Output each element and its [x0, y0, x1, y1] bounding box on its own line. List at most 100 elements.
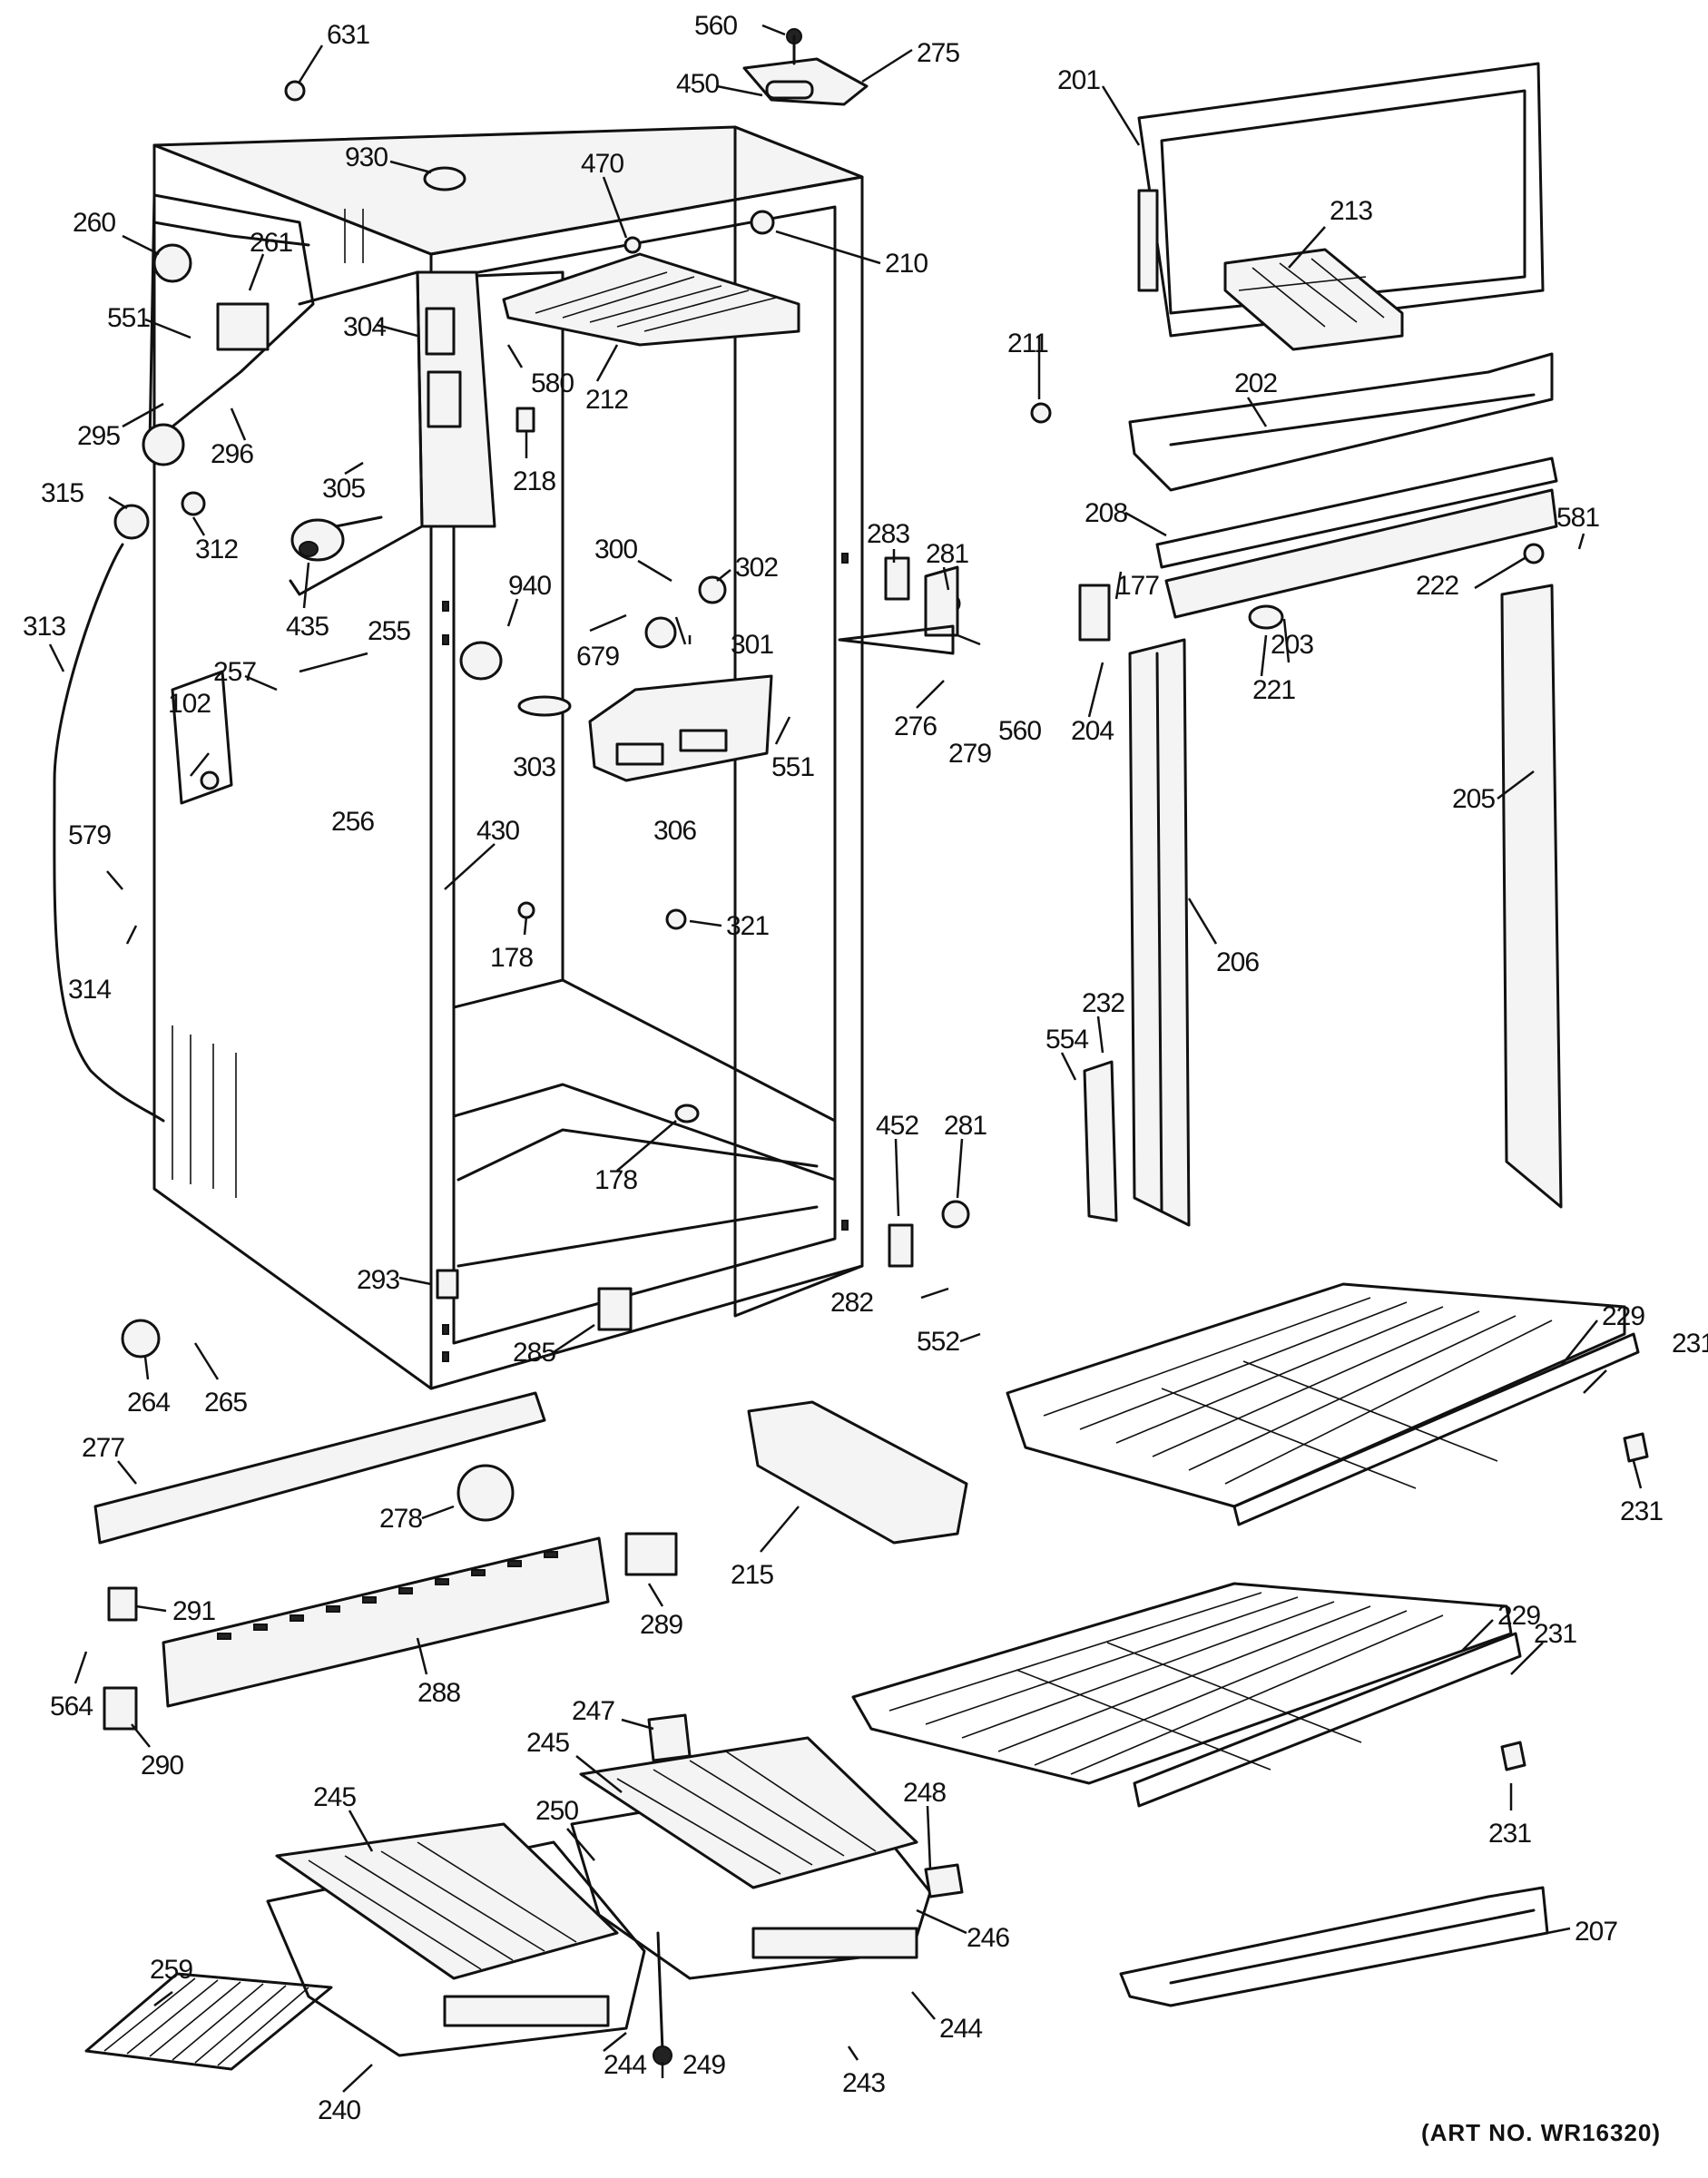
label-257: 257 [213, 657, 256, 687]
freezer-shelf-212 [502, 252, 800, 347]
label-177: 177 [1116, 571, 1159, 601]
label-564: 564 [50, 1692, 93, 1722]
label-243: 243 [842, 2068, 885, 2098]
label-306: 306 [653, 816, 696, 846]
label-221: 221 [1252, 675, 1295, 705]
control-panel-304 [289, 270, 496, 596]
label-244: 244 [939, 2014, 982, 2044]
label-229-b: 229 [1497, 1601, 1540, 1631]
label-289: 289 [640, 1610, 682, 1640]
label-212: 212 [585, 385, 628, 415]
label-679: 679 [576, 642, 619, 672]
label-580: 580 [531, 368, 574, 398]
label-305: 305 [322, 474, 365, 504]
label-247: 247 [572, 1696, 614, 1726]
label-313: 313 [23, 612, 65, 642]
label-303: 303 [513, 752, 555, 782]
vent-259 [84, 1972, 333, 2071]
light-socket-435 [290, 515, 383, 562]
rail-277 [93, 1391, 546, 1545]
label-213: 213 [1330, 196, 1372, 226]
label-218: 218 [513, 466, 555, 496]
label-249: 249 [682, 2050, 725, 2080]
label-260: 260 [73, 208, 115, 238]
label-205: 205 [1452, 784, 1495, 814]
label-554: 554 [1045, 1025, 1088, 1055]
leader-lines [48, 24, 1643, 2093]
label-231: 231 [1672, 1329, 1708, 1359]
label-314: 314 [68, 975, 111, 1005]
label-551-b: 551 [771, 752, 814, 782]
label-265: 265 [204, 1388, 247, 1418]
label-259: 259 [150, 1955, 192, 1985]
label-315: 315 [41, 478, 83, 508]
label-560-b: 560 [998, 716, 1041, 746]
label-245-b: 245 [313, 1782, 356, 1812]
label-244-b: 244 [604, 2050, 646, 2080]
label-288: 288 [417, 1678, 460, 1708]
crisper-cover-245-right [579, 1736, 918, 1889]
label-279: 279 [948, 739, 991, 769]
label-291: 291 [172, 1596, 215, 1626]
label-208: 208 [1085, 498, 1127, 528]
door-shelf-202 [1128, 352, 1554, 492]
label-246: 246 [967, 1923, 1009, 1953]
label-282: 282 [830, 1288, 873, 1318]
label-245: 245 [526, 1728, 569, 1758]
callout-labels: 631 560 450 275 201 930 470 260 261 210 … [23, 11, 1708, 2125]
cabinet [152, 125, 864, 1390]
insulation-piece-left [148, 193, 315, 446]
label-552: 552 [917, 1327, 959, 1357]
gasket-208 [1155, 456, 1558, 569]
label-203: 203 [1271, 630, 1313, 660]
label-285: 285 [513, 1338, 555, 1368]
door-frame-201 [1137, 62, 1545, 338]
label-551: 551 [107, 303, 150, 333]
label-295: 295 [77, 421, 120, 451]
label-261: 261 [250, 228, 292, 258]
label-631: 631 [327, 20, 369, 50]
label-210: 210 [885, 249, 928, 279]
label-452: 452 [876, 1111, 918, 1141]
label-102: 102 [168, 689, 211, 719]
label-430: 430 [476, 816, 519, 846]
label-240: 240 [318, 2095, 360, 2125]
label-296: 296 [211, 439, 253, 469]
label-250: 250 [535, 1796, 578, 1826]
label-312: 312 [195, 535, 238, 564]
art-number: (ART NO. WR16320) [1420, 2119, 1661, 2146]
ice-tray-213 [1223, 248, 1404, 351]
top-hinge-275 [742, 28, 869, 106]
tube-313 [53, 543, 165, 1123]
label-930: 930 [345, 142, 388, 172]
label-231-b: 231 [1620, 1496, 1663, 1526]
label-283: 283 [867, 519, 909, 549]
label-302: 302 [735, 553, 778, 583]
label-304: 304 [343, 312, 386, 342]
label-281-b: 281 [944, 1111, 987, 1141]
label-232: 232 [1082, 988, 1124, 1018]
label-231-c: 231 [1534, 1619, 1576, 1649]
label-276: 276 [894, 711, 937, 741]
label-202: 202 [1234, 368, 1277, 398]
label-275: 275 [917, 38, 959, 68]
side-rail-205 [1500, 584, 1563, 1209]
label-281: 281 [926, 539, 968, 569]
shelf-support-232 [1083, 1060, 1118, 1222]
label-222: 222 [1416, 571, 1458, 601]
small-hardware [103, 80, 1649, 1898]
label-300: 300 [594, 535, 637, 564]
label-255: 255 [368, 616, 410, 646]
label-229: 229 [1602, 1301, 1644, 1331]
crisper-pan-240 [266, 1840, 646, 2057]
label-470: 470 [581, 149, 623, 179]
crisper-cover-245-left [275, 1822, 619, 1980]
label-581: 581 [1556, 503, 1599, 533]
label-215: 215 [731, 1560, 773, 1590]
evaporator-cover-306 [588, 674, 773, 782]
label-201: 201 [1057, 65, 1100, 95]
side-rail-206 [1128, 638, 1191, 1227]
door-shelf-207 [1119, 1886, 1549, 2007]
label-178-b: 178 [594, 1165, 637, 1195]
